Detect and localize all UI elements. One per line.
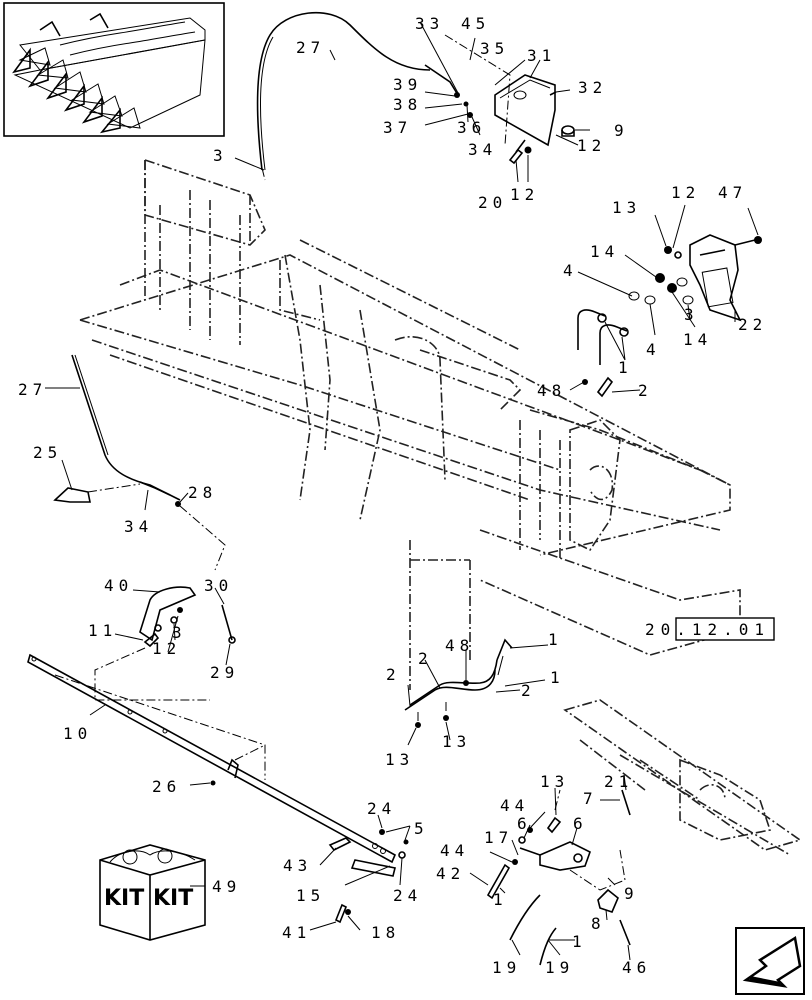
callout-41: 41 xyxy=(282,923,311,942)
callout-46: 46 xyxy=(622,958,651,977)
callout-13c: 13 xyxy=(442,732,471,751)
callout-44b: 44 xyxy=(440,841,469,860)
callout-21: 21 xyxy=(604,772,633,791)
callout-13b: 13 xyxy=(385,750,414,769)
callout-12b: 12 xyxy=(510,185,539,204)
callout-1b: 1 xyxy=(548,630,563,649)
callout-47: 47 xyxy=(718,183,747,202)
callout-49: 49 xyxy=(212,877,241,896)
callout-19a: 19 xyxy=(492,958,521,977)
leader-lines xyxy=(45,21,759,961)
callout-12d: 12 xyxy=(152,639,181,658)
callout-29: 29 xyxy=(210,663,239,682)
kit-label-left: KIT xyxy=(104,886,144,911)
callout-13a: 13 xyxy=(612,198,641,217)
callout-37: 37 xyxy=(383,118,412,137)
callout-4b: 4 xyxy=(646,340,661,359)
callout-28: 28 xyxy=(188,483,217,502)
callout-2a: 2 xyxy=(638,381,653,400)
callout-27b: 27 xyxy=(18,380,47,399)
shift-fork xyxy=(486,789,631,966)
rod-10 xyxy=(27,653,397,864)
callout-3b: 3 xyxy=(684,305,699,324)
bracket-31 xyxy=(494,74,575,147)
callout-12c: 12 xyxy=(671,183,700,202)
reference-box: 20.12.01 xyxy=(645,617,775,641)
callout-22: 22 xyxy=(738,315,767,334)
callout-5: 5 xyxy=(414,819,429,838)
callout-48b: 48 xyxy=(445,636,474,655)
callout-6a: 6 xyxy=(517,814,532,833)
reference-label: 20.12.01 xyxy=(645,620,770,639)
callout-45: 45 xyxy=(461,14,490,33)
callout-6b: 6 xyxy=(573,814,588,833)
kit-label-right: KIT xyxy=(153,886,193,911)
callout-48a: 48 xyxy=(537,381,566,400)
callout-1a: 1 xyxy=(618,358,633,377)
callout-1e: 1 xyxy=(572,932,587,951)
callout-34a: 34 xyxy=(468,140,497,159)
callout-2b: 2 xyxy=(418,649,433,668)
kit-box: KIT KIT xyxy=(99,844,206,941)
center-rods xyxy=(404,638,513,728)
callout-31: 31 xyxy=(527,46,556,65)
callout-1c: 1 xyxy=(550,668,565,687)
callout-36: 36 xyxy=(457,118,486,137)
callout-3a: 3 xyxy=(213,146,228,165)
callout-43: 43 xyxy=(283,856,312,875)
callout-20: 20 xyxy=(478,193,507,212)
callout-32: 32 xyxy=(578,78,607,97)
callout-1d: 1 xyxy=(493,890,508,909)
callout-12a: 12 xyxy=(577,136,606,155)
header-frame xyxy=(79,158,741,690)
callout-9b: 9 xyxy=(624,884,639,903)
callout-17: 17 xyxy=(484,828,513,847)
handle-40 xyxy=(94,586,236,701)
callout-24a: 24 xyxy=(367,799,396,818)
next-page-arrow[interactable] xyxy=(735,927,805,995)
callout-18: 18 xyxy=(371,923,400,942)
callout-2c: 2 xyxy=(386,665,401,684)
callout-24b: 24 xyxy=(393,886,422,905)
callout-2d: 2 xyxy=(521,681,536,700)
callout-39: 39 xyxy=(393,75,422,94)
callout-30: 30 xyxy=(204,576,233,595)
callout-38: 38 xyxy=(393,95,422,114)
callout-34b: 34 xyxy=(124,517,153,536)
lower-frame xyxy=(563,699,802,856)
bolt-20 xyxy=(508,139,532,165)
callout-labels: 27 33 45 35 31 39 38 37 36 34 32 9 12 20… xyxy=(18,14,767,977)
callout-4a: 4 xyxy=(563,261,578,280)
callout-44a: 44 xyxy=(500,796,529,815)
callout-7a: 7 xyxy=(583,789,598,808)
callout-15: 15 xyxy=(296,886,325,905)
callout-25: 25 xyxy=(33,443,62,462)
callout-19b: 19 xyxy=(545,958,574,977)
callout-26: 26 xyxy=(152,777,181,796)
callout-14a: 14 xyxy=(590,242,619,261)
callout-27a: 27 xyxy=(296,38,325,57)
callout-11: 11 xyxy=(88,621,117,640)
thumbnail-inset xyxy=(3,2,225,137)
link-15 xyxy=(328,829,409,924)
callout-42: 42 xyxy=(436,864,465,883)
callout-3c: 3 xyxy=(172,623,187,642)
callout-10: 10 xyxy=(63,724,92,743)
callout-8: 8 xyxy=(591,914,606,933)
callout-9a: 9 xyxy=(614,121,629,140)
callout-40: 40 xyxy=(104,576,133,595)
callout-14b: 14 xyxy=(683,330,712,349)
cable-lower xyxy=(53,354,226,571)
callout-13d: 13 xyxy=(540,772,569,791)
callout-35: 35 xyxy=(480,39,509,58)
callout-33: 33 xyxy=(415,14,444,33)
shift-rods xyxy=(577,309,629,398)
